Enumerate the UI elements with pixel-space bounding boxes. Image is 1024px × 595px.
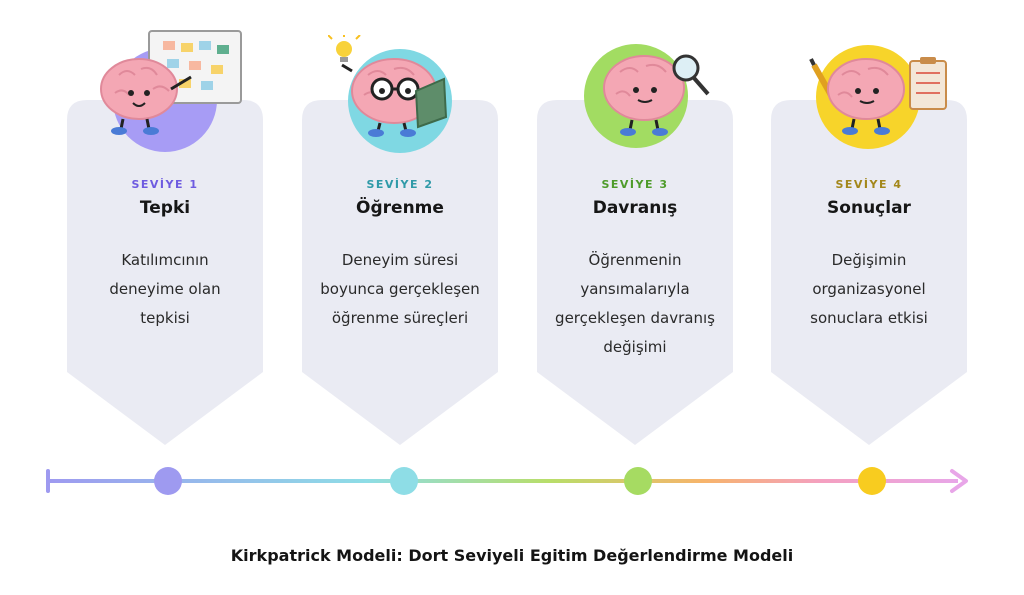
level-title: Davranış [592,198,678,218]
level-title: Öğrenme [356,198,444,218]
book-icon [414,77,448,129]
lightbulb-icon [328,35,361,62]
level-title: Tepki [139,198,191,218]
level-label: SEVİYE 1 [131,178,199,191]
timeline-marker-4 [858,467,886,495]
level-card-4: SEVİYE 4 Sonuçlar Değişimin organizasyon… [771,100,967,445]
brain-board-illustration [100,30,242,152]
level-description: Deneyim süresi boyunca gerçekleşen öğren… [320,251,480,327]
level-title: Sonuçlar [827,198,911,218]
level-description: Öğrenmenin yansımalarıyla gerçekleşen da… [555,251,715,356]
card-background [302,100,498,445]
timeline-marker-1 [154,467,182,495]
level-label: SEVİYE 4 [835,178,903,191]
brain-icon [100,58,192,135]
timeline [46,467,968,495]
timeline-marker-2 [390,467,418,495]
level-card-3: SEVİYE 3 Davranış Öğrenmenin yansımaları… [537,100,733,445]
card-background [67,100,263,445]
level-card-1: SEVİYE 1 Tepki Katılımcının deneyime ola… [67,100,263,445]
brain-clipboard-illustration [809,45,947,149]
brain-magnifier-illustration [584,44,710,148]
timeline-bar [48,479,958,483]
timeline-marker-3 [624,467,652,495]
level-label: SEVİYE 2 [366,178,434,191]
level-card-2: SEVİYE 2 Öğrenme Deneyim süresi boyunca … [302,100,498,445]
level-description: Değişimin organizasyonel sonuclara etkis… [810,251,928,327]
brain-icon [827,58,905,135]
level-label: SEVİYE 3 [601,178,669,191]
brain-book-illustration [328,35,452,153]
magnifier-icon [672,54,710,96]
timeline-arrow-icon [950,469,968,493]
card-background [771,100,967,445]
clipboard-icon [909,57,947,110]
diagram-caption: Kirkpatrick Modeli: Dort Seviyeli Egitim… [230,546,794,565]
level-description: Katılımcının deneyime olan tepkisi [109,251,221,327]
brain-icon [603,55,685,136]
card-background [537,100,733,445]
